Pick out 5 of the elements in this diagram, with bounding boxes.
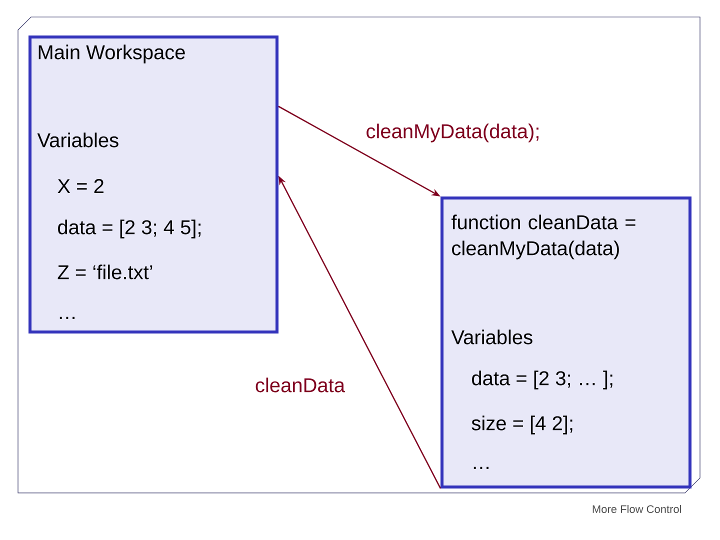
edge-label: cleanData — [254, 376, 346, 394]
function-box: function cleanData = cleanMyData(data) Variables data = [2 3; … ]; size = [4 2]; … — [440, 196, 692, 488]
edge-label: cleanMyData(data); — [364, 122, 542, 144]
footer-text: More Flow Control — [592, 504, 682, 514]
workspace-box: Main Workspace Variables X = 2 data = [2 3; 4 5]; Z = ‘file.txt’ … — [28, 36, 278, 334]
